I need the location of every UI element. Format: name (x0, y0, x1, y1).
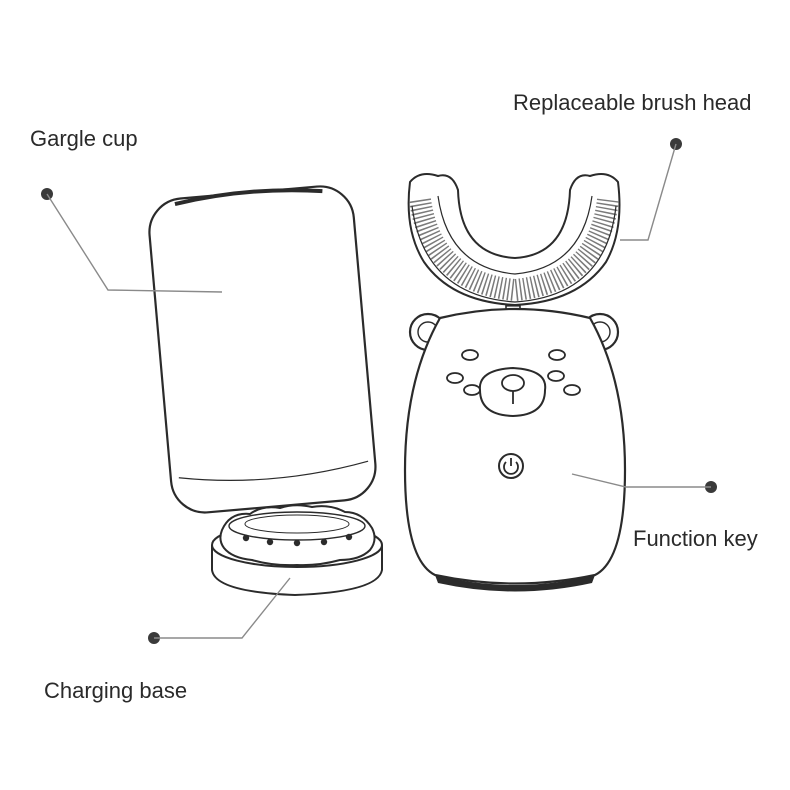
power-icon[interactable] (498, 453, 524, 479)
label-gargle-cup: Gargle cup (30, 126, 138, 151)
charging-base (211, 504, 383, 597)
gargle-cup (148, 185, 377, 514)
bear-face (446, 349, 581, 418)
leader-brush-head (620, 138, 682, 241)
brush-head (407, 173, 621, 327)
label-brush-head: Replaceable brush head (513, 90, 752, 115)
leader-gargle-cup (41, 188, 223, 293)
label-function-key: Function key (633, 526, 758, 551)
handle-body (403, 307, 627, 592)
label-charging-base: Charging base (44, 678, 188, 703)
leader-charging-base (148, 577, 291, 644)
leader-function-key (571, 473, 717, 493)
